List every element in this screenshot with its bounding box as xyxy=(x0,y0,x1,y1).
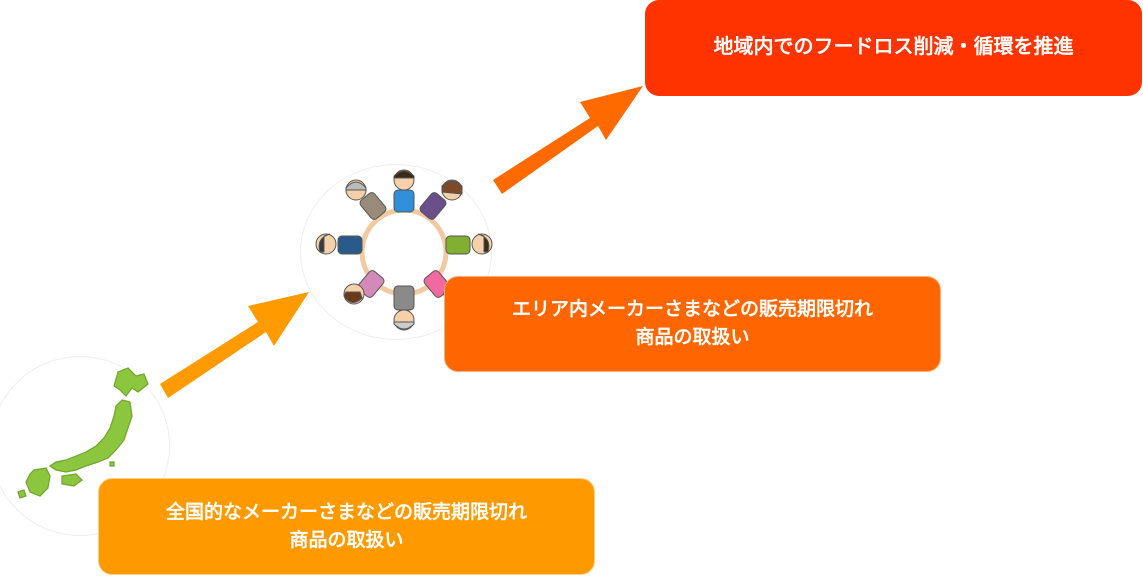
nationwide-products-line1: 全国的なメーカーさまなどの販売期限切れ xyxy=(165,500,527,523)
food-loss-goal-line1: 地域内でのフードロス削減・循環を推進 xyxy=(713,33,1074,58)
nationwide-products-line2: 商品の取扱い xyxy=(289,528,404,551)
food-loss-goal-box: 地域内でのフードロス削減・循環を推進 xyxy=(645,0,1142,96)
nationwide-products-box: 全国的なメーカーさまなどの販売期限切れ 商品の取扱い xyxy=(98,478,595,575)
map-backdrop-circle xyxy=(0,356,170,536)
local-products-box: エリア内メーカーさまなどの販売期限切れ 商品の取扱い xyxy=(444,276,941,372)
people-backdrop-circle xyxy=(300,164,492,340)
local-products-line2: 商品の取扱い xyxy=(635,326,750,348)
japan-map-icon xyxy=(17,367,149,499)
local-products-line1: エリア内メーカーさまなどの販売期限切れ xyxy=(511,298,873,321)
